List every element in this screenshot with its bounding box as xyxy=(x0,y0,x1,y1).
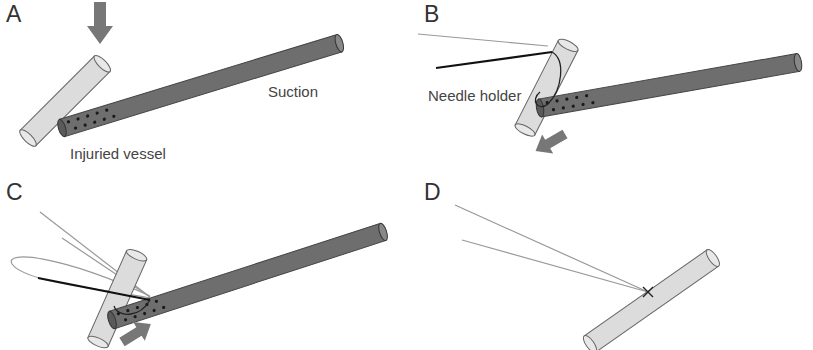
vessel-end xyxy=(557,37,580,54)
move-arrow xyxy=(530,124,570,160)
tube-body xyxy=(59,35,342,137)
needle-holder xyxy=(38,278,150,300)
tube-end xyxy=(333,34,345,53)
needle-curve xyxy=(114,300,150,314)
suction-hole xyxy=(565,97,569,101)
suction-hole xyxy=(143,312,147,316)
vessel-end xyxy=(581,334,599,350)
suction-hole xyxy=(124,318,128,322)
suction-hole xyxy=(135,306,139,310)
panel-d-art xyxy=(455,205,722,350)
vessel-end xyxy=(704,247,722,268)
suction-hole xyxy=(571,104,575,108)
panel-c-art xyxy=(11,212,389,350)
arrow-shape xyxy=(530,124,570,160)
suction-hole xyxy=(95,111,99,115)
panel-letter: B xyxy=(424,2,439,27)
panel-b-art xyxy=(418,34,803,161)
suction-hole xyxy=(66,120,70,124)
suction-hole xyxy=(133,315,137,319)
suction-hole xyxy=(86,114,90,118)
thread xyxy=(455,205,648,292)
vessel-end xyxy=(17,127,38,148)
suction-holes xyxy=(545,93,594,112)
suction-hole xyxy=(581,103,585,107)
panel-letter: C xyxy=(6,180,23,205)
tube-end xyxy=(793,53,803,72)
tube-end xyxy=(535,99,545,118)
vessel-body xyxy=(584,250,718,350)
suction-hole xyxy=(83,123,87,127)
vessel-end xyxy=(513,121,536,138)
suction-hole xyxy=(162,305,166,309)
press-arrow xyxy=(87,2,113,44)
vessel-end xyxy=(125,247,148,263)
suction-hole xyxy=(126,309,130,313)
suction-hole xyxy=(575,96,579,100)
part-label: Suction xyxy=(268,84,318,101)
tube-end xyxy=(377,222,389,241)
suction-hole xyxy=(93,120,97,124)
suction-hole xyxy=(555,99,559,103)
suction-hole xyxy=(154,299,158,303)
suction-hole xyxy=(591,101,595,105)
knot xyxy=(643,287,653,297)
suction-holes xyxy=(66,107,115,132)
tube-body xyxy=(109,223,386,328)
suction-hole xyxy=(552,108,556,112)
thread xyxy=(462,240,648,292)
vessel-end xyxy=(92,53,113,74)
needle-holder xyxy=(436,52,552,68)
tube-end xyxy=(106,310,118,329)
suction-hole xyxy=(561,106,565,110)
suction-tube xyxy=(535,53,803,117)
part-label: Injuried vessel xyxy=(70,146,166,163)
needle-curve xyxy=(535,52,560,107)
suction-hole xyxy=(112,114,116,118)
arrow-shape xyxy=(87,2,113,44)
vessel xyxy=(581,247,722,350)
suction-tube xyxy=(106,222,389,329)
part-label: Needle holder xyxy=(428,88,521,105)
panel-letter: A xyxy=(6,2,21,27)
suction-hole xyxy=(105,108,109,112)
move-arrow xyxy=(116,315,156,350)
vessel-end xyxy=(86,334,109,350)
suction-tube xyxy=(56,34,345,138)
suction-hole xyxy=(152,309,156,313)
arrow-shape xyxy=(116,315,156,350)
vessel xyxy=(17,53,112,148)
panel-letter: D xyxy=(424,180,441,205)
suction-hole xyxy=(76,117,80,121)
suction-hole xyxy=(74,126,78,130)
panel-a-art xyxy=(17,2,345,149)
tube-body xyxy=(538,54,799,117)
tube-end xyxy=(56,118,68,137)
vessel-body xyxy=(515,40,578,135)
vessel-body xyxy=(20,56,110,146)
thread xyxy=(418,34,548,46)
suction-hole xyxy=(102,117,106,121)
suction-hole xyxy=(585,94,589,98)
